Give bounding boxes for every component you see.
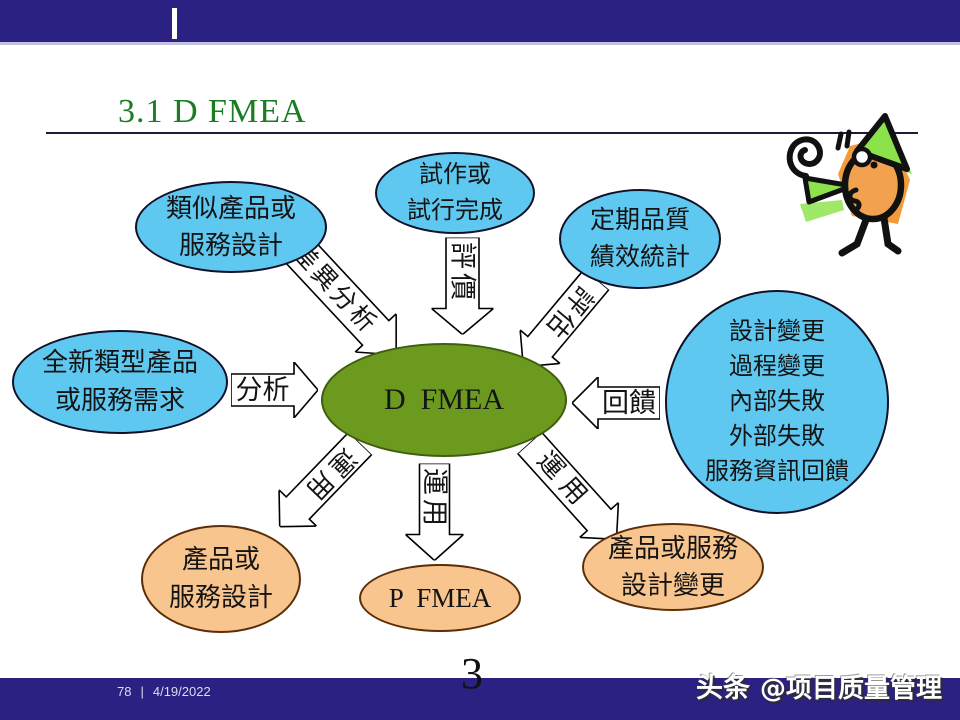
node-line: 內部失敗 [729,388,825,415]
arrow-label-feedback: 回饋 [602,387,656,418]
footer-slide-number: 78 [117,684,132,699]
arrow-assessment: 評估 [503,263,616,384]
arrow-label-evaluation: 評價 [447,242,478,304]
node-d-fmea-center: D FMEA [321,343,567,457]
node-line: 設計變更 [620,571,725,600]
p-fmea-label: P FMEA [388,582,492,613]
mascot-motion-ticks [835,129,852,151]
mascot-eye [851,146,873,168]
node-line: 試行完成 [407,198,503,224]
node-line: 產品或服務 [607,534,738,563]
node-line: 類似產品或 [165,194,296,223]
node-line: 定期品質 [589,207,690,234]
page-number: 3 [461,649,483,698]
mascot-pupil [870,161,878,169]
node-line: 外部失敗 [729,423,825,450]
top-bar [0,0,960,45]
node-line: 服務設計 [178,231,283,260]
node-change-and-failure-feedback: 設計變更 過程變更 內部失敗 外部失敗 服務資訊回饋 [665,290,889,514]
node-new-product-service-needs: 全新類型產品 或服務需求 [12,330,228,434]
mascot-hat [854,113,910,172]
arrow-apply-bottom-right: 運用 [510,425,636,556]
title-underline [46,132,918,134]
footer-date: 4/19/2022 [152,684,211,699]
page-title: 3.1 D FMEA [118,93,307,130]
node-line: 試作或 [419,162,491,188]
top-bar-tick [172,8,177,39]
mascot-horn-shadow [800,200,844,222]
mascot-mouth [847,187,862,213]
arrow-evaluation: 評價 [431,237,493,335]
node-periodic-quality-stats: 定期品質 績效統計 [559,189,721,289]
node-trial-run-completed: 試作或 試行完成 [375,152,535,234]
mascot-horn [802,175,855,205]
arrow-label-apply-bottom-center: 運用 [419,467,450,530]
watermark-brand: 头条 [695,673,750,704]
node-product-service-design-change: 產品或服務 設計變更 [582,523,764,611]
bottom-bar [0,678,960,720]
arrow-analysis: 分析 [231,362,318,418]
watermark: 头条 @项目质量管理 [696,666,942,705]
node-line: 設計變更 [729,318,825,345]
mascot-spiral [786,136,823,179]
footer-separator: | [140,684,144,699]
node-p-fmea: P FMEA [359,564,521,632]
arrow-apply-bottom-center: 運用 [405,463,463,560]
watermark-handle: @项目质量管理 [759,674,942,704]
arrow-apply-bottom-left: 運用 [261,425,379,545]
mascot-legs [838,214,902,257]
node-line: 績效統計 [589,244,690,271]
node-line: 全新類型產品 [41,348,198,377]
arrow-feedback: 回饋 [572,377,660,429]
node-line: 服務資訊回饋 [705,458,849,485]
d-fmea-label: D FMEA [383,383,504,416]
node-line: 產品或 [181,545,260,574]
node-line: 過程變更 [729,353,825,380]
node-product-service-design: 產品或 服務設計 [141,525,301,633]
node-line: 服務設計 [168,583,273,612]
node-similar-product-service-design: 類似產品或 服務設計 [135,181,327,273]
node-line: 或服務需求 [54,386,185,415]
footer-info: 78 | 4/19/2022 [117,684,211,699]
arrow-label-analysis: 分析 [235,374,290,405]
party-blower-mascot-clipart [786,113,912,257]
